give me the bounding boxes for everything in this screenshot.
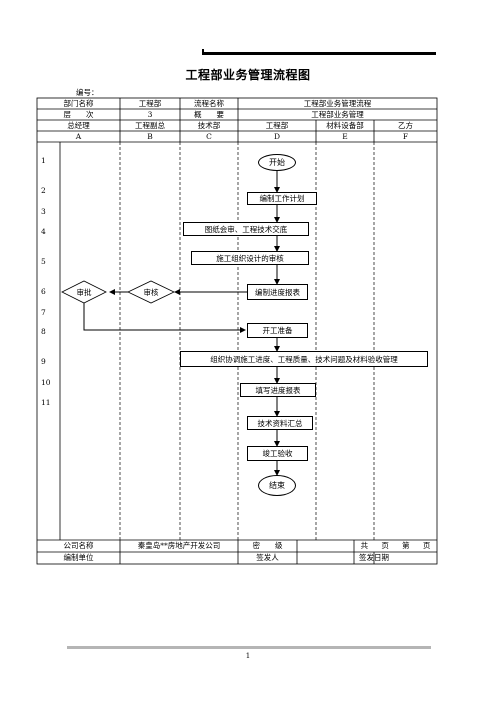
secret-level-label: 密 级 (252, 541, 283, 551)
row-number: 5 (41, 257, 46, 266)
acceptance-step: 竣工验收 (247, 446, 308, 461)
column-f: F (402, 131, 409, 141)
start-node: 开始 (258, 154, 296, 171)
column-d: D (273, 131, 280, 141)
level-value: 3 (147, 109, 153, 119)
page-total-label: 共 (360, 541, 369, 551)
row-number: 4 (41, 227, 46, 236)
column-c: C (206, 131, 212, 141)
role-technical-dept: 技术部 (197, 120, 221, 130)
column-a: A (75, 131, 82, 141)
role-party-b: 乙方 (398, 120, 413, 130)
construction-design-step: 施工组织设计的审核 (191, 251, 309, 265)
editor-unit-label: 编制单位 (63, 553, 94, 563)
header-rule (202, 52, 436, 55)
row-number: 1 (41, 156, 46, 165)
drawing-review-step: 图纸会审、工程技术交底 (183, 222, 309, 236)
summary-value: 工程部业务管理 (311, 109, 364, 119)
role-engineering-dept: 工程部 (265, 120, 289, 130)
progress-report-step: 编制进度报表 (247, 284, 308, 300)
dept-name-value: 工程部 (138, 98, 162, 108)
tech-summary-step: 技术资料汇总 (247, 416, 313, 430)
row-number: 9 (41, 357, 46, 366)
coordinate-step: 组织协调施工进度、工程质量、技术问题及材料验收管理 (180, 351, 428, 367)
row-number: 8 (41, 327, 46, 336)
company-label: 公司名称 (63, 541, 94, 551)
issue-date-label: 签发日期 (359, 553, 389, 563)
approve-diamond-shape (61, 280, 107, 304)
column-b: B (147, 131, 153, 141)
review-diamond-shape (127, 280, 175, 304)
column-e: E (342, 131, 348, 141)
page-number: 1 (245, 652, 251, 660)
row-number: 11 (41, 398, 51, 407)
row-number: 10 (41, 378, 51, 387)
flow-name-label: 流程名称 (194, 98, 224, 108)
dept-name-label: 部门名称 (63, 98, 94, 108)
page-unit-label: 页 (422, 541, 431, 551)
fill-report-step: 填写进度报表 (240, 383, 316, 397)
row-number: 7 (41, 308, 46, 317)
row-number: 2 (41, 186, 46, 195)
header-rule-tick (202, 49, 204, 52)
page-title: 工程部业务管理流程图 (185, 68, 311, 82)
flow-name-value: 工程部业务管理流程 (303, 98, 372, 108)
prepare-step: 开工准备 (247, 323, 308, 338)
approve-decision: 审批 (76, 287, 92, 297)
end-node: 结束 (258, 475, 296, 496)
review-decision: 审核 (143, 287, 159, 297)
level-label: 层 次 (63, 109, 94, 119)
row-number: 6 (41, 287, 46, 296)
page-unit-label: 页 (381, 541, 389, 551)
summary-label: 概 要 (194, 109, 224, 119)
footer-rule (67, 646, 431, 649)
role-engineering-vp: 工程副总 (135, 120, 165, 130)
page-count: 共 页 第 页 (354, 540, 437, 552)
row-number: 3 (41, 207, 46, 216)
role-general-manager: 总经理 (67, 120, 90, 130)
plan-step: 编制工作计划 (247, 192, 317, 205)
company-value: 秦皇岛**房地产开发公司 (137, 541, 221, 551)
doc-number-label: 编号： (76, 88, 99, 97)
role-materials-dept: 材料设备部 (326, 120, 364, 130)
issuer-label: 签发人 (256, 553, 279, 563)
page-no-label: 第 (402, 541, 410, 551)
